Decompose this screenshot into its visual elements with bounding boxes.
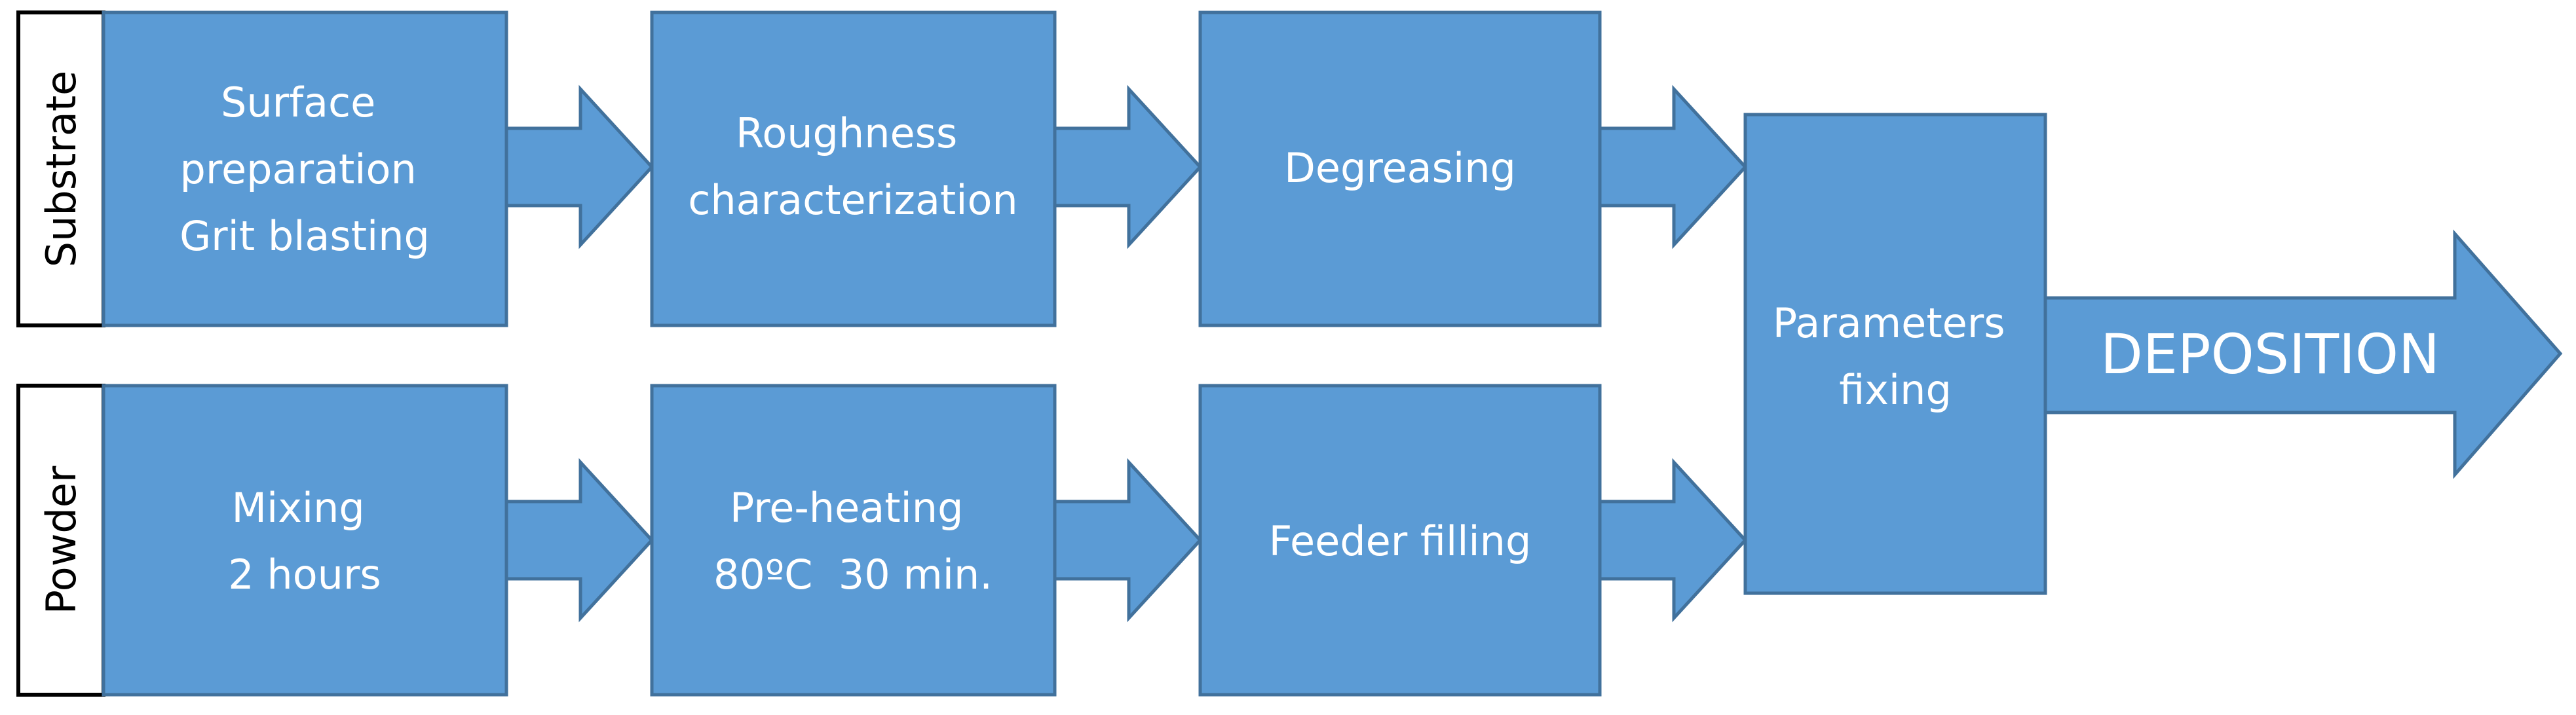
preheating-box [650, 384, 1057, 697]
arrow-roughness-to-degreasing [1053, 84, 1203, 249]
deposition-text: DEPOSITION [2100, 322, 2440, 386]
arrow-preheating-to-feeder [1053, 458, 1203, 623]
mixing-box [102, 384, 508, 697]
arrow-surface-to-roughness [504, 84, 654, 249]
deposition-arrow [2043, 229, 2563, 479]
substrate-row-label: Substrate [16, 10, 105, 327]
arrow-feeder-to-parameters [1598, 458, 1748, 623]
surface-preparation-box [102, 10, 508, 327]
degreasing-text: Degreasing [1284, 144, 1516, 192]
arrow-mixing-to-preheating [504, 458, 654, 623]
feeder-filling-text: Feeder filling [1269, 517, 1532, 565]
parameters-fixing-text: Parameters fixing [1773, 299, 2018, 414]
mixing-text: Mixing 2 hours [228, 484, 381, 598]
roughness-characterization-box [650, 10, 1057, 327]
powder-label-text: Powder [37, 466, 85, 614]
degreasing-box [1198, 10, 1602, 327]
arrow-degreasing-to-parameters [1598, 84, 1748, 249]
powder-row-label: Powder [16, 384, 105, 697]
surface-preparation-text: Surface preparation Grit blasting [180, 79, 430, 260]
substrate-label-text: Substrate [37, 71, 85, 268]
roughness-characterization-text: Roughness characterization [688, 109, 1017, 224]
parameters-fixing-box [1743, 113, 2047, 595]
feeder-filling-box [1198, 384, 1602, 697]
preheating-text: Pre-heating 80ºC 30 min. [713, 484, 993, 598]
